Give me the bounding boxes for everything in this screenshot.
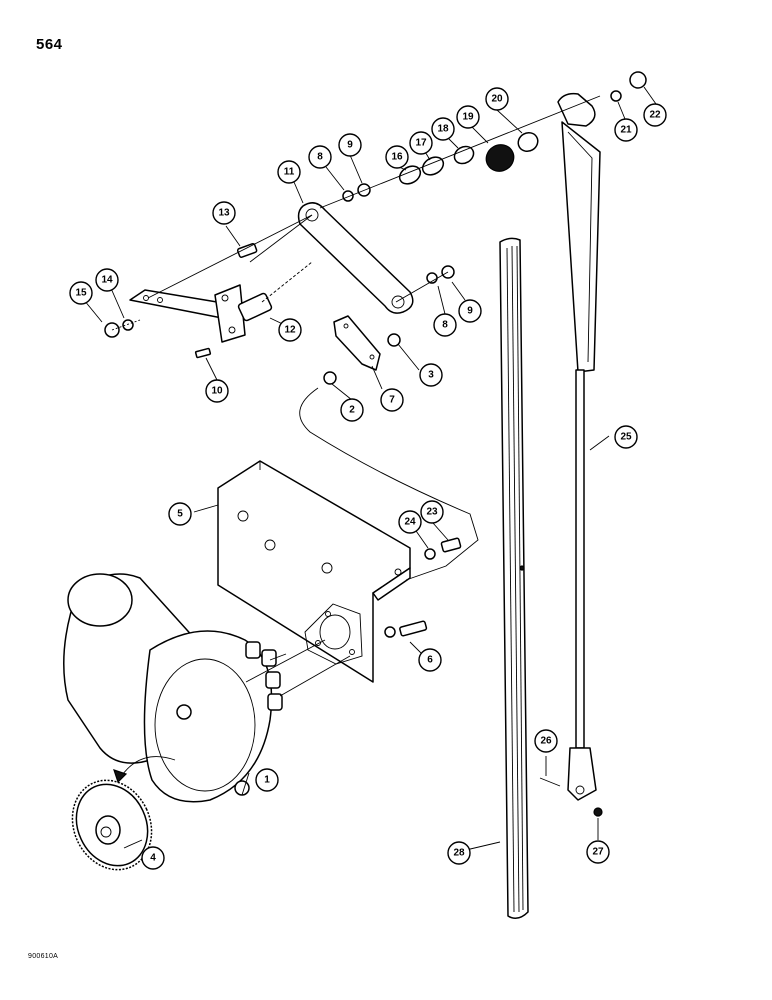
callout-1: 1 (255, 768, 279, 792)
callout-28: 28 (447, 841, 471, 865)
svg-text:17: 17 (415, 138, 427, 149)
svg-text:12: 12 (284, 325, 296, 336)
callout-17: 17 (409, 131, 433, 155)
callout-27: 27 (586, 840, 610, 864)
drive-link-arm (297, 202, 414, 314)
svg-text:18: 18 (437, 124, 449, 135)
callout-12: 12 (278, 318, 302, 342)
callout-19: 19 (456, 105, 480, 129)
svg-text:27: 27 (592, 847, 604, 858)
wiper-arm (539, 92, 603, 817)
svg-text:28: 28 (453, 848, 465, 859)
wire-harness (299, 387, 479, 581)
wiper-motor (63, 573, 287, 803)
svg-text:1: 1 (264, 775, 270, 786)
callout-25: 25 (614, 425, 638, 449)
callout-23: 23 (420, 500, 444, 524)
callout-2: 2 (340, 398, 364, 422)
callout-22: 22 (643, 103, 667, 127)
svg-text:3: 3 (428, 370, 434, 381)
svg-text:24: 24 (404, 517, 416, 528)
page-number: 564 (36, 36, 63, 53)
wiper-blade (499, 237, 529, 919)
link-bracket (333, 315, 401, 371)
callout-9-upper: 9 (338, 133, 362, 157)
callout-11: 11 (277, 160, 301, 184)
svg-text:23: 23 (426, 507, 438, 518)
callout-21: 21 (614, 118, 638, 142)
svg-text:8: 8 (317, 152, 323, 163)
svg-text:22: 22 (649, 110, 661, 121)
callout-13: 13 (212, 201, 236, 225)
callout-4: 4 (141, 846, 165, 870)
svg-text:14: 14 (101, 275, 113, 286)
drawing-code: 900610A (28, 953, 59, 960)
leader-lines (83, 86, 657, 851)
svg-text:8: 8 (442, 320, 448, 331)
svg-text:19: 19 (462, 112, 474, 123)
callout-16: 16 (385, 145, 409, 169)
svg-text:25: 25 (620, 432, 632, 443)
svg-text:15: 15 (75, 288, 87, 299)
svg-text:9: 9 (347, 140, 353, 151)
bracket-hardware (384, 537, 462, 638)
svg-text:7: 7 (389, 395, 395, 406)
callout-8-upper: 8 (308, 145, 332, 169)
callout-5: 5 (168, 502, 192, 526)
callout-15: 15 (69, 281, 93, 305)
svg-text:20: 20 (491, 94, 503, 105)
callout-8-lower: 8 (433, 313, 457, 337)
callout-14: 14 (95, 268, 119, 292)
svg-text:9: 9 (467, 306, 473, 317)
callout-24: 24 (398, 510, 422, 534)
svg-text:5: 5 (177, 509, 183, 520)
callout-6: 6 (418, 648, 442, 672)
svg-text:21: 21 (620, 125, 632, 136)
svg-text:6: 6 (427, 655, 433, 666)
callout-10: 10 (205, 379, 229, 403)
svg-text:2: 2 (349, 405, 355, 416)
svg-text:10: 10 (211, 386, 223, 397)
assembly-lines (111, 95, 601, 697)
svg-text:4: 4 (150, 853, 156, 864)
svg-text:13: 13 (218, 208, 230, 219)
shaft-hardware (323, 71, 647, 385)
callout-20: 20 (485, 87, 509, 111)
callout-3: 3 (419, 363, 443, 387)
callout-9-lower: 9 (458, 299, 482, 323)
callout-26: 26 (534, 729, 558, 753)
svg-text:26: 26 (540, 736, 552, 747)
motor-mounting-bracket (217, 460, 411, 683)
svg-text:11: 11 (284, 167, 295, 178)
svg-text:16: 16 (391, 152, 403, 163)
callout-18: 18 (431, 117, 455, 141)
callout-7: 7 (380, 388, 404, 412)
pivot-plate-assembly (104, 242, 313, 359)
